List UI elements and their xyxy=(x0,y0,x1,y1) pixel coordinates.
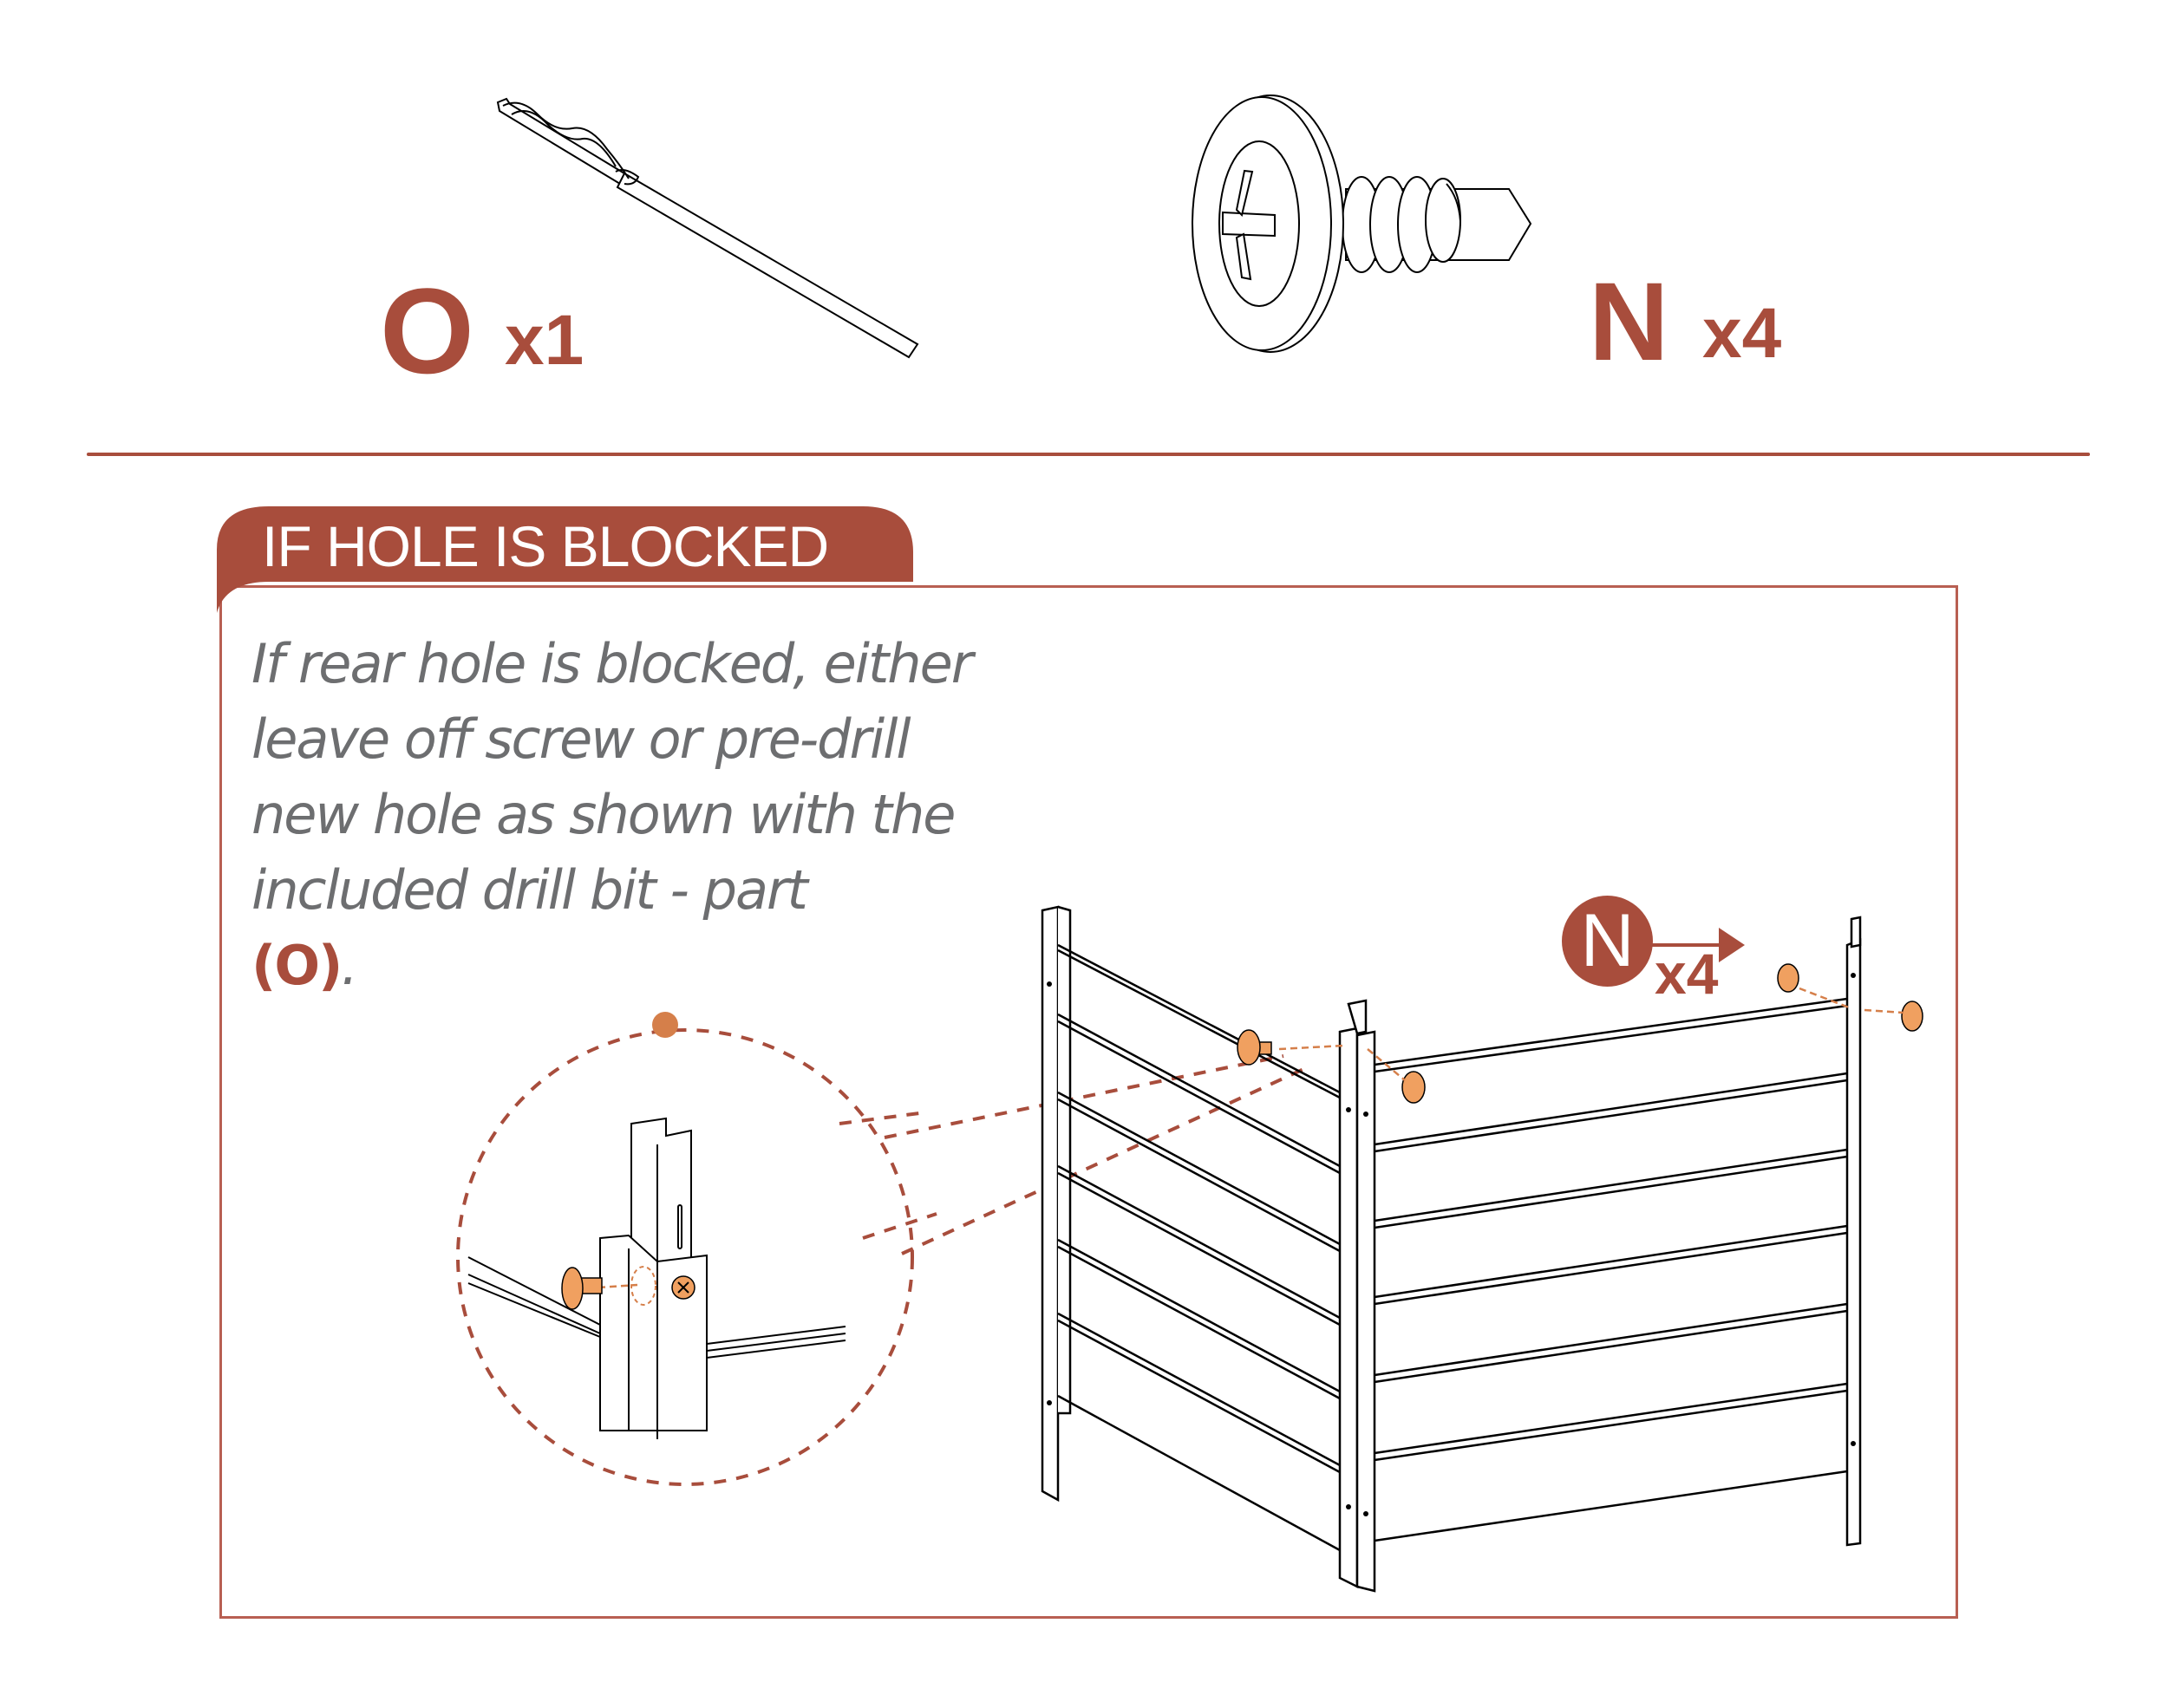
leader-dot-icon xyxy=(652,1012,678,1038)
section-title: IF HOLE IS BLOCKED xyxy=(262,514,829,578)
part-n-quantity: x4 xyxy=(1702,294,1782,373)
leader-lines xyxy=(884,1054,1310,1255)
arrow-right-icon xyxy=(1648,928,1745,962)
screw-orange-icon xyxy=(561,1267,603,1310)
callout-quantity: x4 xyxy=(1655,942,1719,1006)
part-o-letter: O xyxy=(380,263,474,399)
screw-orange-icon xyxy=(1777,963,1799,993)
screw-orange-icon xyxy=(1237,1029,1272,1066)
fence-assembly-illustration xyxy=(1041,905,1923,1593)
section-divider xyxy=(87,453,2090,456)
instruction-period: . xyxy=(341,934,358,997)
screw-orange-icon xyxy=(1901,1001,1923,1032)
part-n-letter: N xyxy=(1589,260,1669,384)
section-tab-shape xyxy=(217,506,913,613)
callout-badge xyxy=(1562,896,1653,987)
part-reference: (O) xyxy=(251,934,343,997)
instruction-text: If rear hole is blocked, either leave of… xyxy=(251,626,997,1003)
drill-bit-icon xyxy=(496,97,919,359)
washer-screw-icon xyxy=(1192,95,1532,353)
part-o-quantity: x1 xyxy=(505,301,584,380)
callout-letter: N xyxy=(1580,899,1635,982)
screw-orange-icon xyxy=(1401,1071,1426,1104)
instruction-body: If rear hole is blocked, either leave of… xyxy=(251,632,973,922)
instruction-box xyxy=(219,585,1958,1619)
detail-magnifier xyxy=(456,1012,937,1486)
